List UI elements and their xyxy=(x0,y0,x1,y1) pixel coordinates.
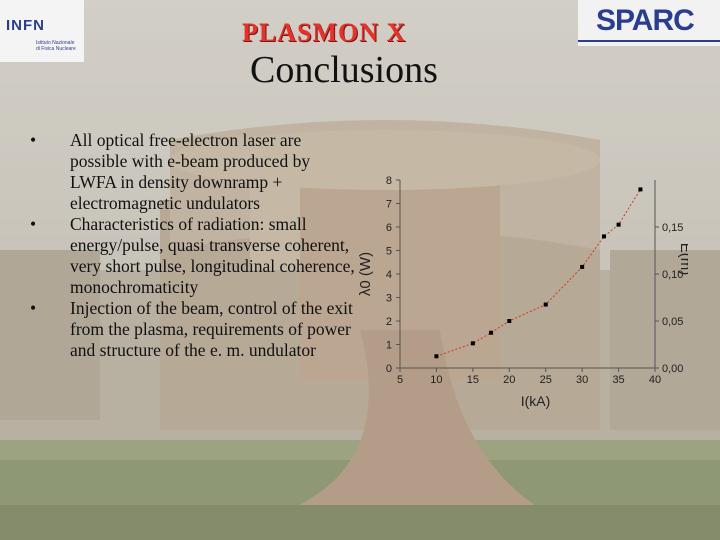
x-tick-label: 30 xyxy=(576,374,588,386)
bullet-marker: • xyxy=(30,298,37,318)
x-tick-label: 40 xyxy=(649,374,661,386)
data-point xyxy=(602,234,606,239)
y-right-tick-label: 0,00 xyxy=(662,363,683,375)
sparc-logo-text: SPARC xyxy=(596,4,695,37)
infn-logo: INFN Istituto Nazionale di Fisica Nuclea… xyxy=(0,0,84,62)
data-point xyxy=(507,319,512,323)
y-left-tick-label: 3 xyxy=(386,293,392,305)
bullet-marker: • xyxy=(30,214,37,234)
y-axis-right-label: E(m) xyxy=(677,243,688,276)
x-tick-label: 20 xyxy=(503,374,515,386)
data-point xyxy=(638,187,643,192)
y-left-tick-label: 6 xyxy=(386,222,392,234)
y-left-tick-label: 8 xyxy=(386,175,392,187)
x-tick-label: 35 xyxy=(612,374,624,386)
data-point xyxy=(470,341,475,346)
infn-logo-subtitle: Istituto Nazionale di Fisica Nucleare xyxy=(36,40,76,52)
sparc-logo: SPARC xyxy=(578,0,720,46)
bullet-list: • All optical free-electron laser are po… xyxy=(30,130,360,361)
x-tick-label: 5 xyxy=(397,374,403,386)
bullet-item: • All optical free-electron laser are po… xyxy=(30,130,360,214)
x-tick-label: 10 xyxy=(430,374,442,386)
y-left-tick-label: 7 xyxy=(386,199,392,211)
bullet-text: Characteristics of radiation: small ener… xyxy=(70,214,355,297)
plasmon-x-logo: PLASMON X xyxy=(242,18,407,47)
bullet-item: • Injection of the beam, control of the … xyxy=(30,298,360,361)
sparc-logo-underline xyxy=(578,40,720,42)
x-axis-label: I(kA) xyxy=(521,393,551,409)
data-point xyxy=(543,302,548,307)
bullet-text: Injection of the beam, control of the ex… xyxy=(70,298,353,360)
y-left-tick-label: 0 xyxy=(386,363,392,375)
bullet-item: • Characteristics of radiation: small en… xyxy=(30,214,360,298)
slide-title: Conclusions xyxy=(250,49,438,91)
y-left-tick-label: 1 xyxy=(386,340,392,352)
x-tick-label: 25 xyxy=(540,374,552,386)
y-right-tick-label: 0,05 xyxy=(662,316,683,328)
fit-curve xyxy=(436,189,641,357)
y-axis-left-label: λ0 (W) xyxy=(358,252,374,296)
bullet-text: All optical free-electron laser are poss… xyxy=(70,130,311,213)
scatter-chart: 5 10 15 20 25 30 35 40 0 1 2 3 4 5 6 7 8 0,00 0,05 0,10 0,15… xyxy=(358,175,688,409)
data-point xyxy=(580,264,585,269)
y-right-tick-label: 0,15 xyxy=(662,222,683,234)
data-point xyxy=(489,330,494,335)
y-left-tick-label: 2 xyxy=(386,316,392,328)
infn-logo-text: INFN xyxy=(6,17,45,34)
y-right-tick-label: 0,10 xyxy=(662,269,683,281)
y-left-tick-label: 4 xyxy=(386,269,392,281)
data-point xyxy=(616,222,621,227)
bullet-marker: • xyxy=(30,130,37,150)
data-point xyxy=(434,354,439,359)
x-tick-label: 15 xyxy=(467,374,479,386)
y-left-tick-label: 5 xyxy=(386,246,392,258)
